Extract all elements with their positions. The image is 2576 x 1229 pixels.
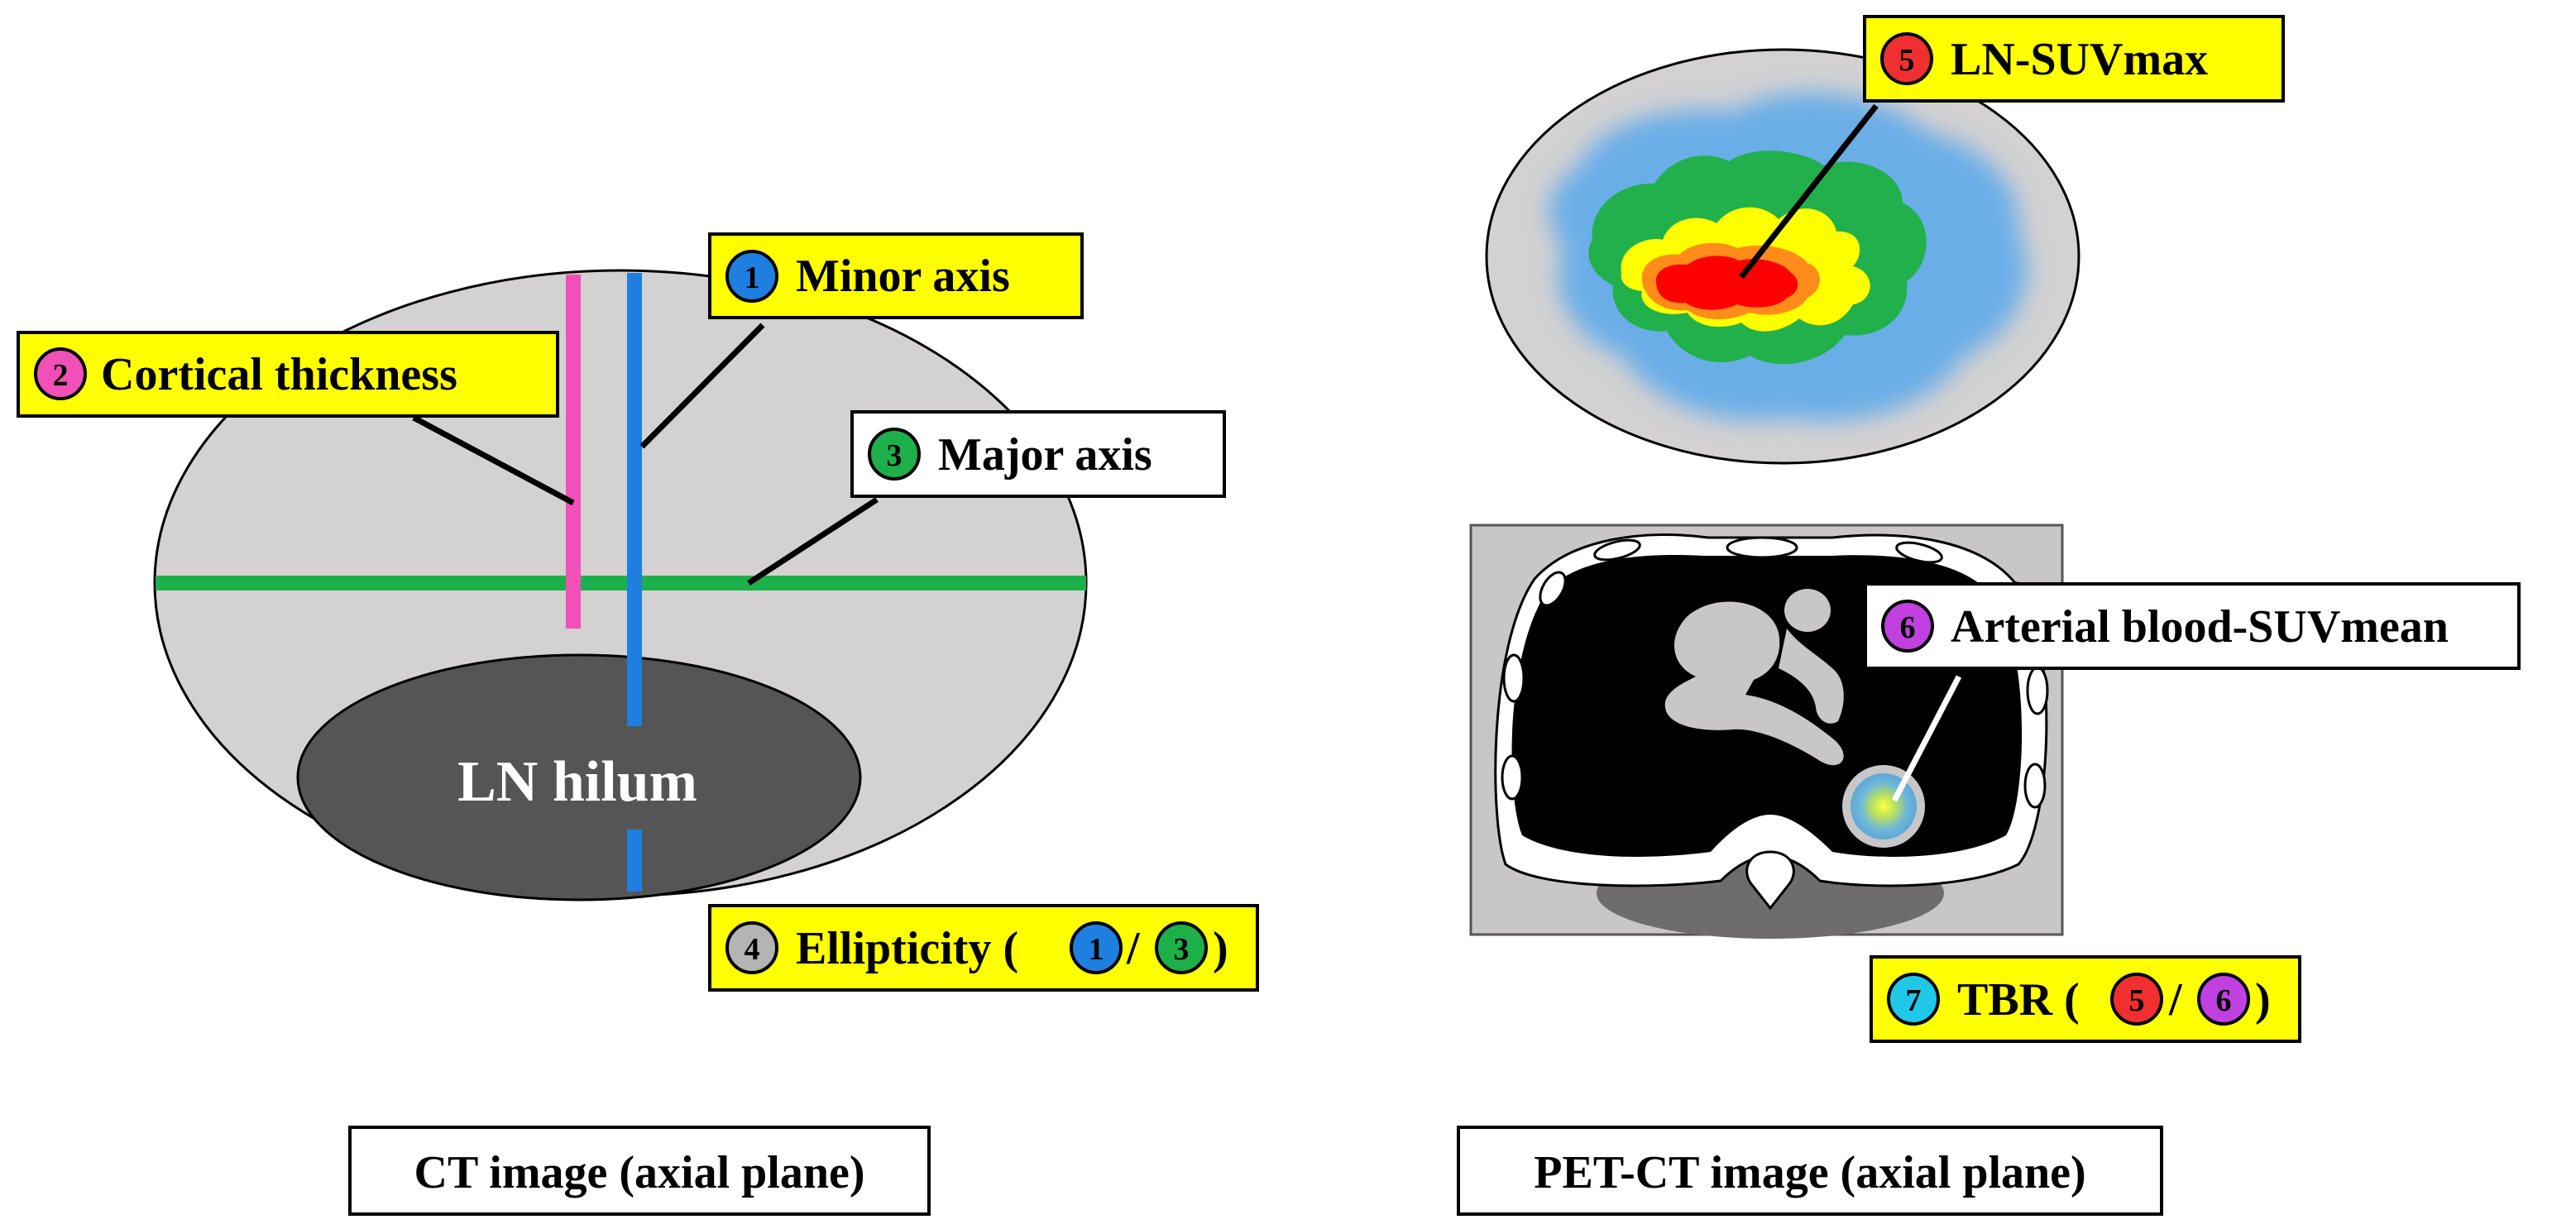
ellipticity-label: 4 Ellipticity ( 1 / 3 ) bbox=[708, 904, 1259, 992]
svg-text:/: / bbox=[1126, 923, 1141, 974]
svg-text:): ) bbox=[1213, 923, 1228, 974]
arterial-blood-label: 6 Arterial blood-SUVmean bbox=[1864, 582, 2521, 670]
superior-vena-cava bbox=[1784, 589, 1831, 632]
tbr-text: TBR ( bbox=[1957, 974, 2080, 1026]
marker-5-icon bbox=[1880, 32, 1933, 85]
marker-2-icon bbox=[34, 347, 87, 400]
marker-3-icon bbox=[868, 428, 921, 481]
rib bbox=[2023, 763, 2047, 809]
svg-text:CT image (axial plane): CT image (axial plane) bbox=[414, 1147, 865, 1198]
minor-axis-text: Minor axis bbox=[796, 251, 1010, 302]
svg-text:/: / bbox=[2168, 974, 2183, 1026]
svg-text:3: 3 bbox=[1174, 932, 1190, 967]
blood-leader-line bbox=[1891, 675, 1962, 802]
vessel-branch bbox=[1779, 629, 1844, 724]
ct-caption: CT image (axial plane) bbox=[348, 1126, 931, 1216]
ref-5-icon bbox=[2110, 973, 2163, 1026]
arterial-blood-roi bbox=[1851, 773, 1917, 839]
marker-7-icon bbox=[1887, 973, 1940, 1026]
rib bbox=[2026, 666, 2049, 715]
rib bbox=[1895, 541, 1943, 564]
uptake-red-zone bbox=[1655, 256, 1798, 310]
rib bbox=[1593, 538, 1641, 562]
major-axis-leader-line bbox=[747, 497, 879, 586]
ref-3-icon bbox=[1155, 921, 1208, 974]
minor-axis-label: 1 Minor axis bbox=[708, 232, 1084, 319]
svg-text:3: 3 bbox=[887, 438, 903, 473]
arterial-blood-text: Arterial blood-SUVmean bbox=[1951, 601, 2449, 653]
rib bbox=[1502, 653, 1525, 703]
major-axis-text: Major axis bbox=[938, 429, 1152, 481]
svg-text:1: 1 bbox=[1089, 932, 1104, 967]
svg-text:): ) bbox=[2255, 974, 2271, 1026]
tbr-label: 7 TBR ( 5 / 6 ) bbox=[1870, 955, 2301, 1043]
cortical-thickness-text: Cortical thickness bbox=[101, 349, 457, 400]
svg-text:6: 6 bbox=[1900, 610, 1916, 645]
pet-ct-caption: PET-CT image (axial plane) bbox=[1457, 1126, 2163, 1216]
minor-axis-leader-line bbox=[639, 323, 765, 449]
marker-4-icon bbox=[725, 921, 778, 974]
rib bbox=[1726, 536, 1798, 559]
ln-hilum-region bbox=[296, 653, 862, 901]
cortical-leader-line bbox=[412, 414, 575, 506]
svg-text:6: 6 bbox=[2216, 983, 2232, 1018]
svg-text:5: 5 bbox=[1899, 43, 1915, 78]
heart-and-vessels bbox=[1664, 601, 1844, 766]
spinal-canal bbox=[1745, 850, 1795, 911]
ellipticity-text: Ellipticity ( bbox=[796, 923, 1018, 974]
svg-text:7: 7 bbox=[1906, 983, 1922, 1018]
cortical-thickness-label: 2 Cortical thickness bbox=[17, 331, 559, 418]
rib bbox=[1501, 754, 1524, 801]
svg-text:4: 4 bbox=[745, 932, 760, 967]
marker-6-icon bbox=[1881, 600, 1934, 653]
ln-hilum-label: LN hilum bbox=[457, 750, 697, 814]
marker-1-icon bbox=[725, 250, 778, 303]
suvmax-leader-line bbox=[1739, 103, 1879, 280]
svg-text:PET-CT image (axial plane): PET-CT image (axial plane) bbox=[1534, 1147, 2085, 1198]
pet-lymph-node bbox=[1485, 48, 2080, 465]
ln-suvmax-text: LN-SUVmax bbox=[1951, 34, 2208, 85]
ref-1-icon bbox=[1070, 921, 1123, 974]
svg-text:1: 1 bbox=[745, 261, 760, 295]
ln-suvmax-label: 5 LN-SUVmax bbox=[1863, 15, 2285, 103]
svg-text:2: 2 bbox=[53, 358, 69, 393]
rib bbox=[1539, 571, 1567, 607]
ct-panel: LN hilum 1 Minor axis 2 Cortical thickne… bbox=[17, 232, 1259, 1216]
svg-text:5: 5 bbox=[2129, 983, 2145, 1018]
major-axis-label: 3 Major axis bbox=[850, 410, 1226, 498]
ref-6-icon bbox=[2197, 973, 2250, 1026]
